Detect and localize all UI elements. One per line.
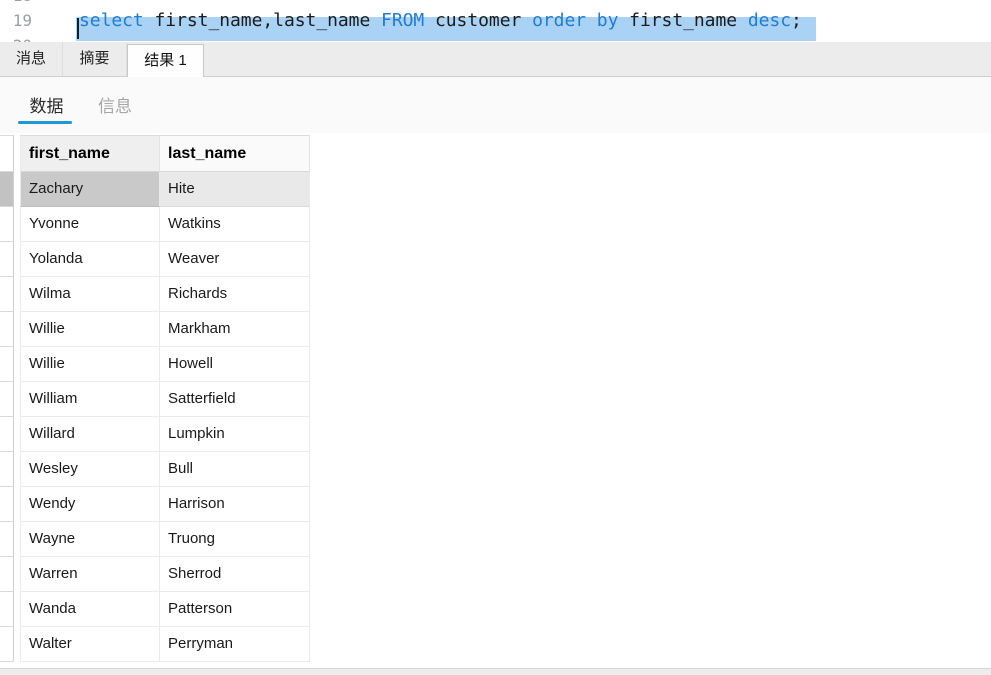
row-selector[interactable] <box>0 452 14 487</box>
grid-cell[interactable]: Wesley <box>20 452 160 487</box>
grid-cell[interactable]: William <box>20 382 160 417</box>
grid-cell[interactable]: Sherrod <box>160 557 310 592</box>
active-subtab-underline <box>18 121 72 124</box>
grid-cell[interactable]: Patterson <box>160 592 310 627</box>
column-header-last_name[interactable]: last_name <box>160 135 310 172</box>
subtab-data[interactable]: 数据 <box>29 97 64 116</box>
grid-cell[interactable]: Truong <box>160 522 310 557</box>
sql-token-plain: ; <box>790 10 802 31</box>
grid-cell[interactable]: Lumpkin <box>160 417 310 452</box>
sql-token-plain: first_name,last_name <box>154 10 382 31</box>
row-selector[interactable] <box>0 487 14 522</box>
grid-cell[interactable]: Richards <box>160 277 310 312</box>
grid-cell[interactable]: Warren <box>20 557 160 592</box>
row-selector[interactable] <box>0 522 14 557</box>
line-number-19: 19 <box>12 11 32 30</box>
grid-cell[interactable]: Zachary <box>20 172 160 207</box>
sql-query-text[interactable]: select first_name,last_name FROM custome… <box>79 8 802 33</box>
tab-result-1[interactable]: 结果 1 <box>127 44 204 77</box>
row-selector[interactable] <box>0 417 14 452</box>
grid-cell[interactable]: Satterfield <box>160 382 310 417</box>
column-header-first_name[interactable]: first_name <box>20 135 160 172</box>
row-selector[interactable] <box>0 382 14 417</box>
grid-cell[interactable]: Howell <box>160 347 310 382</box>
grid-cell[interactable]: Walter <box>20 627 160 662</box>
grid-cell[interactable]: Wayne <box>20 522 160 557</box>
grid-cell[interactable]: Hite <box>160 172 310 207</box>
row-selector[interactable] <box>0 242 14 277</box>
sql-token-keyword: select <box>79 10 155 31</box>
grid-cell[interactable]: Willard <box>20 417 160 452</box>
grid-cell[interactable]: Markham <box>160 312 310 347</box>
editor-line-20: 20 <box>0 33 991 42</box>
grid-cell[interactable]: Weaver <box>160 242 310 277</box>
line-number-20: 20 <box>0 33 32 42</box>
sql-token-keyword: order by <box>532 10 630 31</box>
grid-cell[interactable]: Wendy <box>20 487 160 522</box>
row-selector[interactable] <box>0 347 14 382</box>
editor-line-18: 18 <box>0 0 991 8</box>
row-selector[interactable] <box>0 592 14 627</box>
row-selector[interactable] <box>0 627 14 662</box>
row-selector[interactable] <box>0 277 14 312</box>
row-selector[interactable] <box>0 312 14 347</box>
editor-line-19[interactable]: 19 select first_name,last_name FROM cust… <box>0 8 991 41</box>
gutter-header-cell[interactable] <box>0 135 14 172</box>
grid-cell[interactable]: Wilma <box>20 277 160 312</box>
sql-editor[interactable]: 18 19 select first_name,last_name FROM c… <box>0 0 991 42</box>
grid-cell[interactable]: Yolanda <box>20 242 160 277</box>
row-selector[interactable] <box>0 557 14 592</box>
row-selector-gutter <box>0 135 14 662</box>
result-tab-bar: 消息 摘要 结果 1 <box>0 42 991 77</box>
result-subtab-bar: 数据 信息 <box>0 77 991 133</box>
grid-cell[interactable]: Bull <box>160 452 310 487</box>
bottom-scrollbar-track[interactable] <box>0 668 991 675</box>
text-cursor <box>77 18 79 39</box>
tab-messages[interactable]: 消息 <box>0 42 63 76</box>
grid-cell[interactable]: Watkins <box>160 207 310 242</box>
grid-cell[interactable]: Wanda <box>20 592 160 627</box>
row-selector[interactable] <box>0 207 14 242</box>
grid-cell[interactable]: Harrison <box>160 487 310 522</box>
subtab-info[interactable]: 信息 <box>98 97 132 116</box>
grid-cell[interactable]: Willie <box>20 312 160 347</box>
grid-cell[interactable]: Willie <box>20 347 160 382</box>
sql-token-keyword: desc <box>747 10 791 31</box>
sql-token-keyword: FROM <box>381 10 435 31</box>
text-selection-highlight <box>76 17 816 41</box>
row-selector[interactable] <box>0 172 14 207</box>
tab-summary[interactable]: 摘要 <box>63 42 127 76</box>
sql-token-plain: customer <box>434 10 533 31</box>
line-number-18: 18 <box>0 0 32 8</box>
sql-token-plain: first_name <box>629 10 748 31</box>
grid-cell[interactable]: Yvonne <box>20 207 160 242</box>
grid-cell[interactable]: Perryman <box>160 627 310 662</box>
